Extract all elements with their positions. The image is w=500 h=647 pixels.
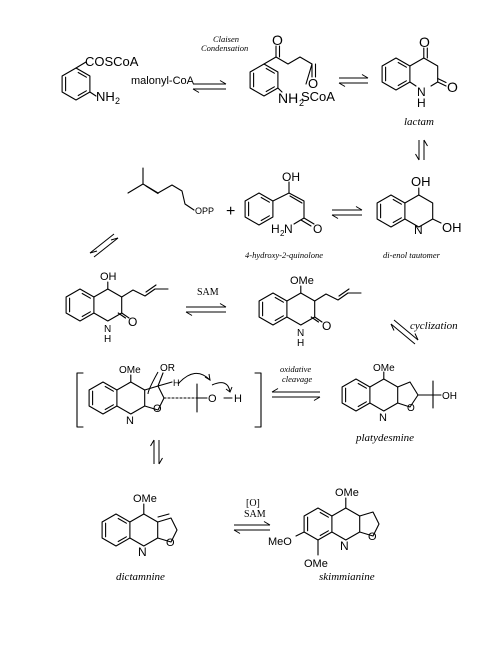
elimination-arrow: [150, 439, 163, 465]
amine-label: NH: [96, 89, 115, 104]
hydroxyl-4: OH: [411, 174, 431, 189]
ring-nitrogen: N: [414, 223, 423, 237]
methoxy-7-label: MeO: [268, 536, 292, 548]
claisen-label: Claisen Condensation: [201, 34, 248, 53]
methoxy-4-label: OMe: [335, 487, 359, 499]
amide-h: H: [271, 222, 280, 236]
lactam-nitrogen: N: [417, 85, 426, 99]
hydroxyl-2: OH: [442, 220, 462, 235]
hydroxyquinolone-structure: OH H 2 N O 4-hydroxy-2-quinolone: [244, 170, 323, 260]
cleavage-text: cleavage: [282, 374, 312, 384]
dienol-tautomer-structure: OH OH N di-enol tautomer: [377, 174, 462, 260]
sam-label-1: SAM: [197, 287, 219, 298]
platydesmine-structure: OMe N O OH platydesmine: [342, 363, 457, 444]
ketone-oxygen: O: [419, 34, 430, 50]
furan-oxygen: O: [166, 537, 175, 549]
sam-label-2: SAM: [244, 509, 266, 520]
skimmianine-name: skimmianine: [319, 571, 375, 583]
dimethylallyl-pp-structure: OPP: [127, 167, 214, 216]
furan-oxygen: O: [153, 403, 162, 415]
ketone-oxygen: O: [272, 32, 283, 48]
hydroxyl-label: OH: [100, 271, 117, 283]
lactam-name: lactam: [404, 116, 434, 128]
oxidation-label: [O]: [246, 498, 260, 509]
claisen-text: Claisen: [213, 34, 239, 44]
carbonyl-oxygen: O: [308, 76, 318, 91]
methoxy-label: OMe: [290, 275, 314, 287]
prenyl-methoxyquinolone-structure: OMe O N H: [259, 275, 362, 349]
or-label: OR: [160, 363, 175, 374]
tautomer-arrow-vertical: [415, 139, 428, 161]
claisen-equilibrium-arrow: [192, 80, 227, 93]
ketothioester-structure: O O NH 2 SCoA: [249, 32, 335, 108]
methoxy-label: OMe: [119, 365, 141, 376]
amide-n: N: [284, 222, 293, 236]
furan-oxygen: O: [407, 403, 415, 414]
quinolone-name: 4-hydroxy-2-quinolone: [245, 250, 323, 260]
lactam-hydrogen: H: [417, 96, 426, 110]
oxidative-cleavage-arrow: [271, 388, 321, 401]
methylation-arrow: [185, 303, 227, 316]
prenylation-arrow: [89, 233, 119, 258]
ring-hydrogen: H: [297, 338, 304, 349]
dictamnine-structure: OMe N O dictamnine: [102, 493, 177, 583]
transition-intermediate: OMe OR H N O O H: [76, 363, 262, 428]
hydroxyl-label: OH: [442, 391, 457, 402]
methoxy-8-label: OMe: [304, 558, 328, 570]
opp-label: OPP: [195, 206, 214, 216]
platydesmine-name: platydesmine: [355, 432, 414, 444]
plus-sign: +: [226, 203, 235, 220]
tautomer-arrow-2: [331, 206, 363, 219]
condensation-text: Condensation: [201, 43, 248, 53]
ring-nitrogen: N: [379, 412, 387, 424]
ring-hydrogen: H: [104, 334, 111, 345]
ring-nitrogen: N: [126, 415, 134, 427]
hydroxyl-oxygen: O: [208, 393, 217, 405]
amine-label: NH: [278, 90, 298, 106]
tautomer-arrow-1: [338, 74, 369, 87]
methoxy-label: OMe: [373, 363, 395, 374]
carbonyl-oxygen: O: [128, 315, 137, 329]
ring-nitrogen: N: [138, 545, 147, 559]
methoxylation-arrow: [233, 521, 271, 534]
skimmianine-structure: OMe MeO OMe N O skimmianine: [268, 487, 379, 583]
hydroxyl-hydrogen: H: [234, 393, 242, 405]
ring-nitrogen: N: [340, 539, 349, 553]
dictamnine-name: dictamnine: [116, 571, 165, 583]
thioester-label: SCoA: [301, 89, 335, 104]
ring-nitrogen: N: [297, 328, 304, 339]
oxidative-text: oxidative: [280, 364, 311, 374]
amine-subscript: 2: [115, 96, 120, 106]
anthraniloyl-coa-structure: COSCoA NH 2: [61, 54, 139, 106]
cosscoa-label: COSCoA: [85, 54, 139, 69]
malonyl-coa-label: malonyl-CoA: [131, 75, 195, 87]
dienol-name: di-enol tautomer: [383, 250, 441, 260]
hydroxyl-label: OH: [282, 170, 300, 184]
amine-subscript: 2: [299, 98, 304, 108]
lactam-structure: O O N H lactam: [381, 34, 458, 128]
ring-nitrogen: N: [104, 324, 111, 335]
stereo-h: H: [173, 378, 180, 388]
prenyl-hydroxyquinolone-structure: OH O N H: [66, 271, 169, 345]
methoxy-label: OMe: [133, 493, 157, 505]
carbonyl-oxygen: O: [322, 319, 331, 333]
cyclization-label: cyclization: [410, 320, 458, 332]
furan-oxygen: O: [368, 531, 377, 543]
amide-subscript: 2: [280, 229, 285, 238]
amide-oxygen: O: [447, 79, 458, 95]
cyclization-arrow: [390, 319, 419, 345]
amide-oxygen: O: [313, 222, 322, 236]
